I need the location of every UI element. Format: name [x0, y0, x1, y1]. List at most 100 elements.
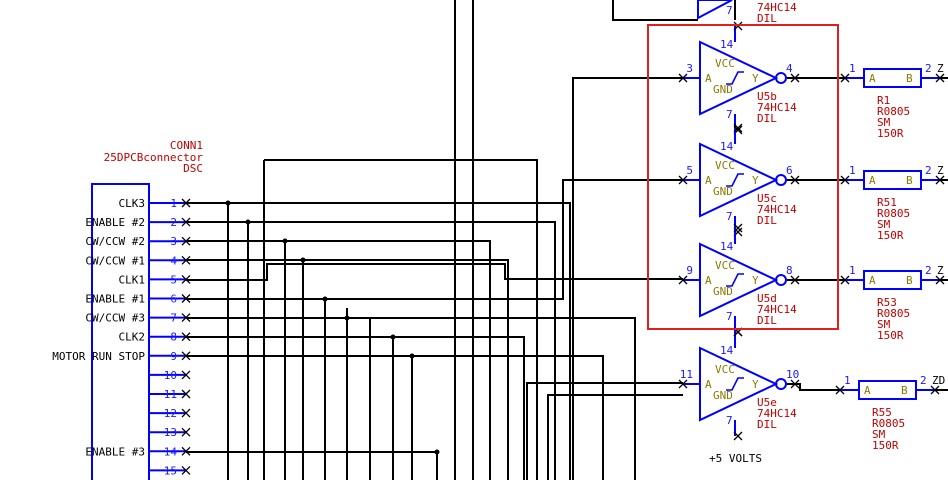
- connector-pin-number: 7: [170, 312, 177, 325]
- gate-vcc-label: VCC: [715, 159, 735, 172]
- resistor-type: SM: [877, 218, 891, 231]
- resistor-pin1: 1: [849, 164, 856, 177]
- resistor-package: R0805: [872, 417, 905, 430]
- gate-gnd-label: GND: [713, 185, 733, 198]
- resistor-type: SM: [872, 428, 886, 441]
- gate-package: DIL: [757, 112, 777, 125]
- gate-value: 74HC14: [757, 407, 797, 420]
- resistor-value: 150R: [872, 439, 899, 452]
- selection-highlight-box: [647, 24, 839, 330]
- resistor-pin2: 2: [925, 164, 932, 177]
- gate-gnd-label: GND: [713, 389, 733, 402]
- gate-partial-top[interactable]: 7 74HC14 DIL: [697, 0, 797, 25]
- resistor-refdes: R53: [877, 296, 897, 309]
- connector-pin[interactable]: 3CW/CCW #2: [85, 235, 191, 248]
- inverter-bubble: [775, 174, 787, 186]
- gate-package: DIL: [757, 418, 777, 431]
- pin-end-mark: [840, 275, 850, 285]
- gate-out-label: Y: [752, 72, 759, 85]
- connector-pin-number: 10: [164, 369, 177, 382]
- schmitt-icon: [726, 71, 744, 85]
- connector-refdes: CONN1: [170, 139, 203, 152]
- gate-gnd-label: GND: [713, 83, 733, 96]
- resistor-pin2: 2: [920, 374, 927, 387]
- connector-pin[interactable]: 12: [149, 407, 191, 420]
- gate-out-pin: 6: [786, 164, 793, 177]
- connector-pin-number: 9: [170, 350, 177, 363]
- connector-value: 25DPCBconnector: [104, 151, 204, 164]
- gate-vcc-pin: 14: [720, 240, 734, 253]
- gate-out-label: Y: [752, 274, 759, 287]
- gate-partial-package: DIL: [757, 12, 777, 25]
- pin-end-mark: [678, 379, 688, 389]
- resistor-package: R0805: [877, 105, 910, 118]
- gate-in-label: A: [705, 72, 712, 85]
- connector-pin-label: CW/CCW #3: [85, 312, 145, 325]
- resistor-pin1: 1: [849, 264, 856, 277]
- gate-gnd-pin: 7: [726, 310, 733, 323]
- resistor-refdes: R55: [872, 406, 892, 419]
- resistor-b-label: B: [906, 72, 913, 85]
- gate-value: 74HC14: [757, 101, 797, 114]
- resistor-type: SM: [877, 116, 891, 129]
- gate-vcc-label: VCC: [715, 363, 735, 376]
- connector-pin[interactable]: 7 CW/CCW #3: [85, 312, 191, 325]
- connector-pin[interactable]: 13: [149, 426, 191, 439]
- resistor-refdes: R1: [877, 94, 890, 107]
- connector-pin[interactable]: 11: [149, 388, 191, 401]
- resistor-package: R0805: [877, 207, 910, 220]
- pin-end-mark: [935, 73, 945, 83]
- gate-vcc-pin: 14: [720, 140, 734, 153]
- resistor-value: 150R: [877, 329, 904, 342]
- resistor-pin1: 1: [844, 374, 851, 387]
- resistor-a-label: A: [869, 72, 876, 85]
- connector-pin[interactable]: 15: [149, 464, 191, 477]
- gate-out-label: Y: [752, 378, 759, 391]
- pin-end-mark: [835, 385, 845, 395]
- pin-end-mark: [790, 379, 800, 389]
- resistor-b-label: B: [901, 384, 908, 397]
- gate-gnd-pin: 7: [726, 210, 733, 223]
- schmitt-icon: [726, 377, 744, 391]
- pin-end-mark: [790, 73, 800, 83]
- connector-pin[interactable]: 4CW/CCW #1: [85, 254, 191, 267]
- schmitt-icon: [726, 273, 744, 287]
- gate-partial-body: [697, 0, 733, 20]
- gate-vcc-pin: 14: [720, 344, 734, 357]
- resistor-net-label: Z: [937, 62, 944, 75]
- gate-in-pin: 3: [686, 62, 693, 75]
- pin-end-mark: [181, 389, 191, 399]
- pin-end-mark: [790, 275, 800, 285]
- pin-end-mark: [181, 408, 191, 418]
- connector-pin-label: MOTOR RUN STOP: [52, 350, 145, 363]
- resistor-a-label: A: [869, 274, 876, 287]
- connector-pin-number: 8: [170, 331, 177, 344]
- inverter-bubble: [775, 274, 787, 286]
- resistor-type: SM: [877, 318, 891, 331]
- resistor-b-label: B: [906, 274, 913, 287]
- connector-pin[interactable]: 10: [149, 369, 191, 382]
- gate-in-label: A: [705, 174, 712, 187]
- gate-gnd-label: GND: [713, 285, 733, 298]
- connector-pin-number: 11: [164, 388, 177, 401]
- connector-pin[interactable]: 9 MOTOR RUN STOP: [52, 350, 191, 363]
- resistor-a-label: A: [864, 384, 871, 397]
- resistor-b-label: B: [906, 174, 913, 187]
